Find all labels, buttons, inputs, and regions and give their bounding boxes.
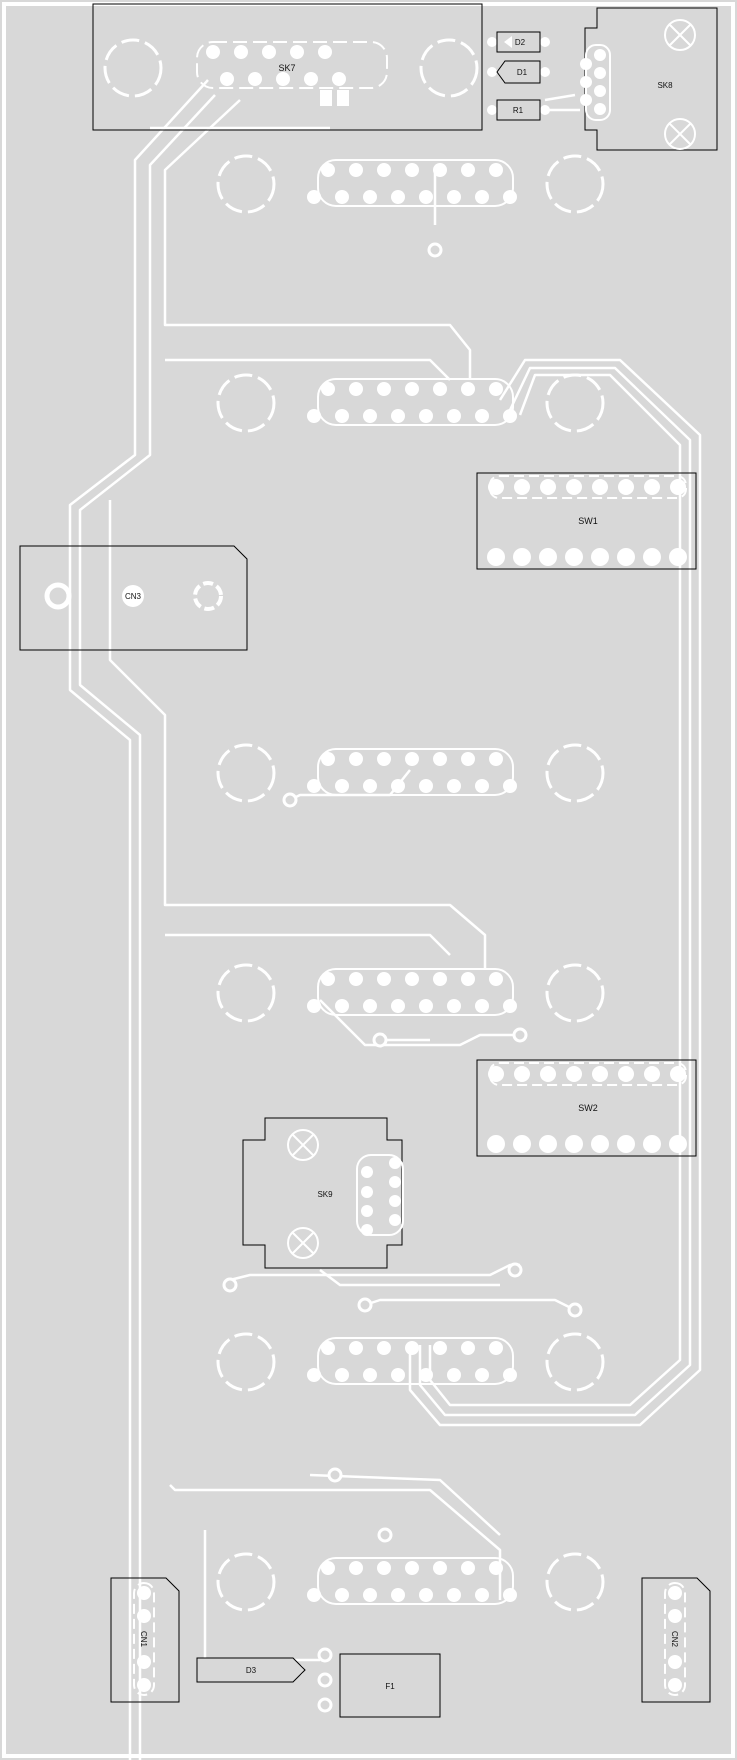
mounting-rings [103,38,605,1612]
dsub-connector-2 [307,378,517,426]
cn2-footprint: CN2 [641,1577,711,1703]
cn1-label: CN1 [139,1631,148,1648]
mount-ring [545,963,605,1023]
dsub-connector-6 [307,1557,517,1605]
cn3-outline [19,545,248,651]
mount-ring [545,743,605,803]
mount-ring [103,38,163,98]
d2-footprint: D2 [487,31,550,53]
cn3-footprint: CN3 [19,545,248,651]
dsub-connector-5 [307,1337,517,1385]
d3-footprint: D3 [196,1657,306,1683]
mount-ring [545,1552,605,1612]
d3-label: D3 [246,1666,257,1675]
sw2-footprint: SW2 [476,1059,697,1157]
mount-ring [216,1332,276,1392]
mount-ring [545,1332,605,1392]
sw1-outline [476,472,697,570]
via [507,1262,523,1278]
trace-sk9-2 [364,1298,576,1312]
trace-sk9-3 [319,1269,500,1287]
d1-label: D1 [517,68,528,77]
sw2-outline [476,1059,697,1157]
sw1-label: SW1 [578,516,598,526]
sk8-outline [584,7,718,151]
via [317,1672,333,1688]
cn1-footprint: CN1 [110,1577,180,1703]
via [357,1297,373,1313]
sk9-footprint: SK9 [242,1117,404,1269]
via [377,1527,393,1543]
trace-mid-2 [319,999,520,1047]
sw1-footprint: SW1 [476,472,697,570]
f1-footprint: F1 [339,1653,441,1718]
sk8-mount-x [664,19,696,150]
trace-right-loop-1 [408,358,702,1427]
sk7-outline [92,3,483,131]
vias [222,242,583,1713]
via [317,1697,333,1713]
sk8-footprint: SK8 [580,7,718,151]
mount-ring [216,963,276,1023]
mount-ring [545,373,605,433]
traces [68,79,702,1760]
f1-label: F1 [385,1682,395,1691]
trace-sk8-link [544,93,576,102]
mount-ring [419,38,479,98]
trace-left-inner-e [165,933,451,956]
sk7-footprint: SK7 [92,3,483,131]
mount-ring [216,154,276,214]
mount-ring [216,743,276,803]
trace-left-inner-c [108,500,487,970]
trace-right-loop-2 [418,366,692,1417]
dsub-connector-3 [307,748,517,796]
sk9-outline [242,1117,403,1269]
d2-label: D2 [515,38,526,47]
trace-left-inner-b [163,99,472,380]
trace-left-outer-2 [78,94,216,1760]
via [427,242,443,258]
f1-outline [339,1653,441,1718]
via [317,1647,333,1663]
sw2-label: SW2 [578,1103,598,1113]
via [282,792,298,808]
cn2-outline [641,1577,711,1703]
via [372,1032,388,1048]
r1-label: R1 [513,106,524,115]
d1-footprint: D1 [487,60,550,84]
sk9-label: SK9 [317,1190,333,1199]
mount-ring [216,1552,276,1612]
mount-ring [216,373,276,433]
via [222,1277,238,1293]
trace-bottom-d [309,1473,501,1536]
r1-footprint: R1 [487,99,550,121]
trace-left-inner-d [165,358,451,381]
cn2-label: CN2 [670,1631,679,1648]
sk7-label: SK7 [278,63,295,73]
trace-right-loop-3 [428,373,682,1407]
dsub-connector-1 [307,159,517,207]
mount-ring [545,154,605,214]
sk9-mount-x [287,1129,319,1259]
via [512,1027,528,1043]
cn3-label: CN3 [125,592,142,601]
via [567,1302,583,1318]
cn1-outline [110,1577,180,1703]
via [327,1467,343,1483]
dsub-connector-4 [307,968,517,1016]
sk8-label: SK8 [657,81,673,90]
trace-left-outer [68,79,209,1760]
